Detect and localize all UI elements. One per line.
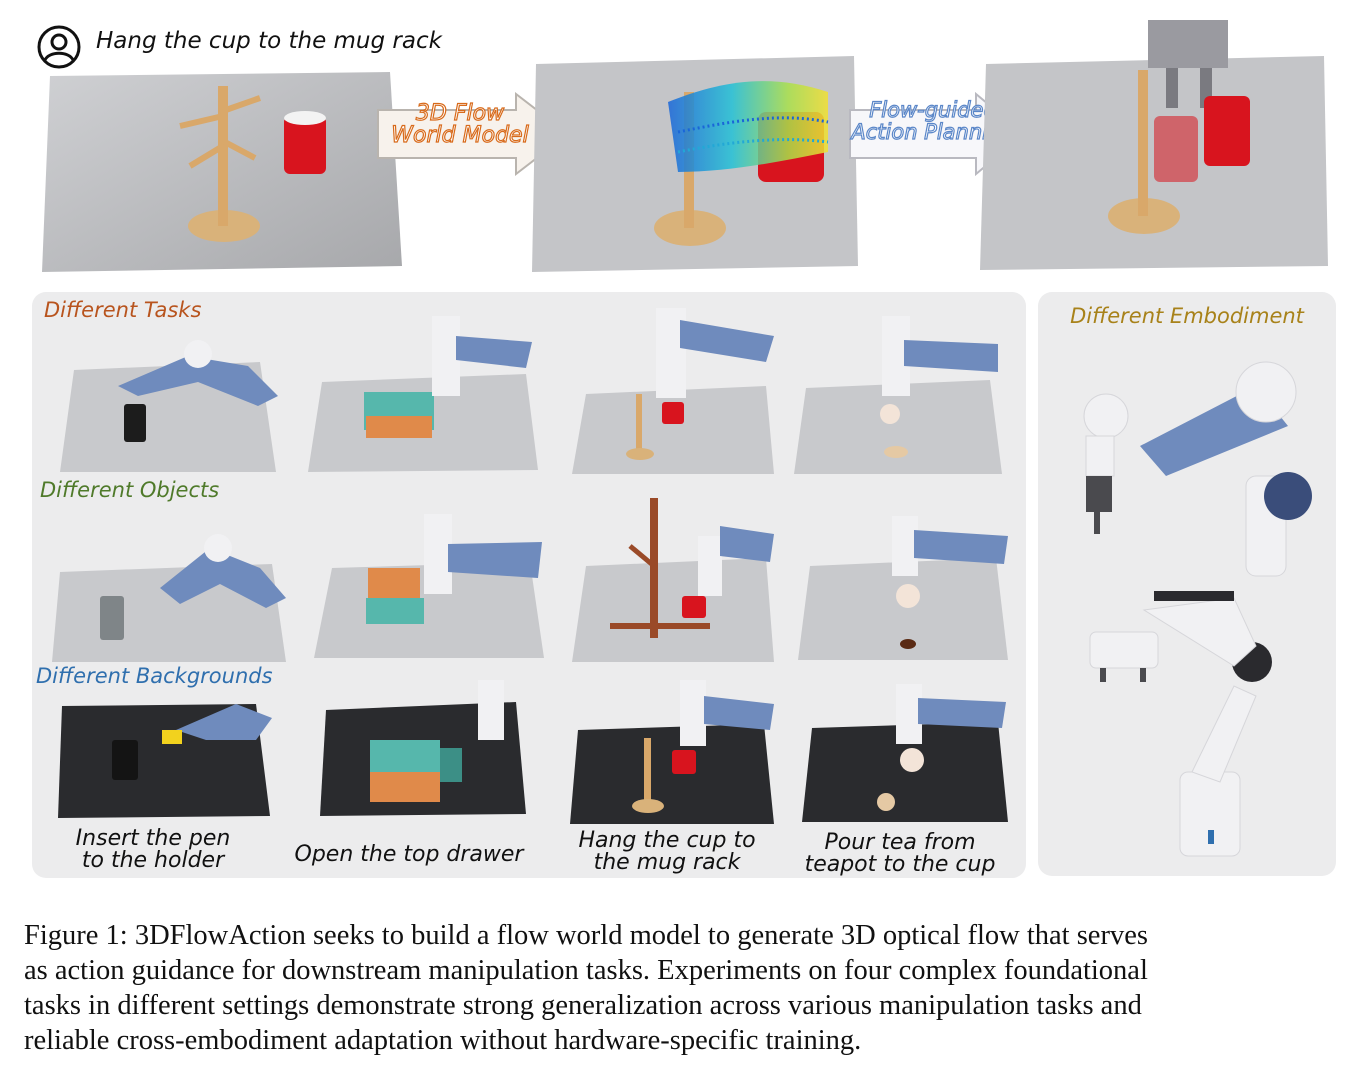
world-model-label-1: 3D Flow <box>415 101 505 126</box>
object-image-mug-rack <box>570 496 774 664</box>
figure-caption-line3: tasks in different settings demonstrate … <box>24 990 1142 1021</box>
world-model-label-2: World Model <box>391 123 530 148</box>
embodiment-robot-franka <box>1084 586 1324 862</box>
caption-drawer: Open the top drawer <box>294 842 524 867</box>
caption-pen-line2: to the holder <box>81 848 225 873</box>
figure-caption-line1: Figure 1: 3DFlowAction seeks to build a … <box>24 920 1148 951</box>
object-image-drawer <box>312 514 546 660</box>
row-label-objects: Different Objects <box>40 478 220 502</box>
row-label-backgrounds: Different Backgrounds <box>36 664 273 688</box>
instruction-text: Hang the cup to the mug rack <box>96 28 442 54</box>
caption-cup-line1: Hang the cup to <box>578 828 756 853</box>
object-image-pen-holder <box>50 508 286 664</box>
figure-caption-line2: as action guidance for downstream manipu… <box>24 955 1148 986</box>
caption-tea-line2: teapot to the cup <box>804 852 996 877</box>
action-planning-label-1: Flow-guided <box>869 97 998 122</box>
task-image-mug-rack <box>570 308 774 476</box>
figure-caption-line4: reliable cross-embodiment adaptation wit… <box>24 1025 862 1056</box>
initial-scene-image <box>40 66 404 276</box>
caption-tea-line1: Pour tea from <box>824 830 976 855</box>
caption-cup-line2: the mug rack <box>593 850 741 875</box>
caption-pen-line1: Insert the pen <box>75 826 231 851</box>
row-label-tasks: Different Tasks <box>44 298 202 322</box>
task-image-drawer <box>306 316 540 474</box>
user-circle-icon <box>37 25 81 69</box>
flow-prediction-image <box>528 52 862 274</box>
embodiment-robot-xarm <box>1056 356 1320 580</box>
task-image-pen-holder <box>58 326 278 476</box>
background-image-pen-holder <box>56 700 272 820</box>
world-model-arrow: 3D Flow World Model <box>376 92 572 176</box>
background-image-teapot <box>800 684 1010 824</box>
background-image-mug-rack <box>568 680 774 826</box>
task-image-teapot <box>792 316 1004 476</box>
action-execution-image <box>978 20 1332 272</box>
embodiment-title: Different Embodiment <box>1070 304 1304 328</box>
background-image-drawer <box>318 680 528 818</box>
object-image-teapot <box>796 516 1010 662</box>
